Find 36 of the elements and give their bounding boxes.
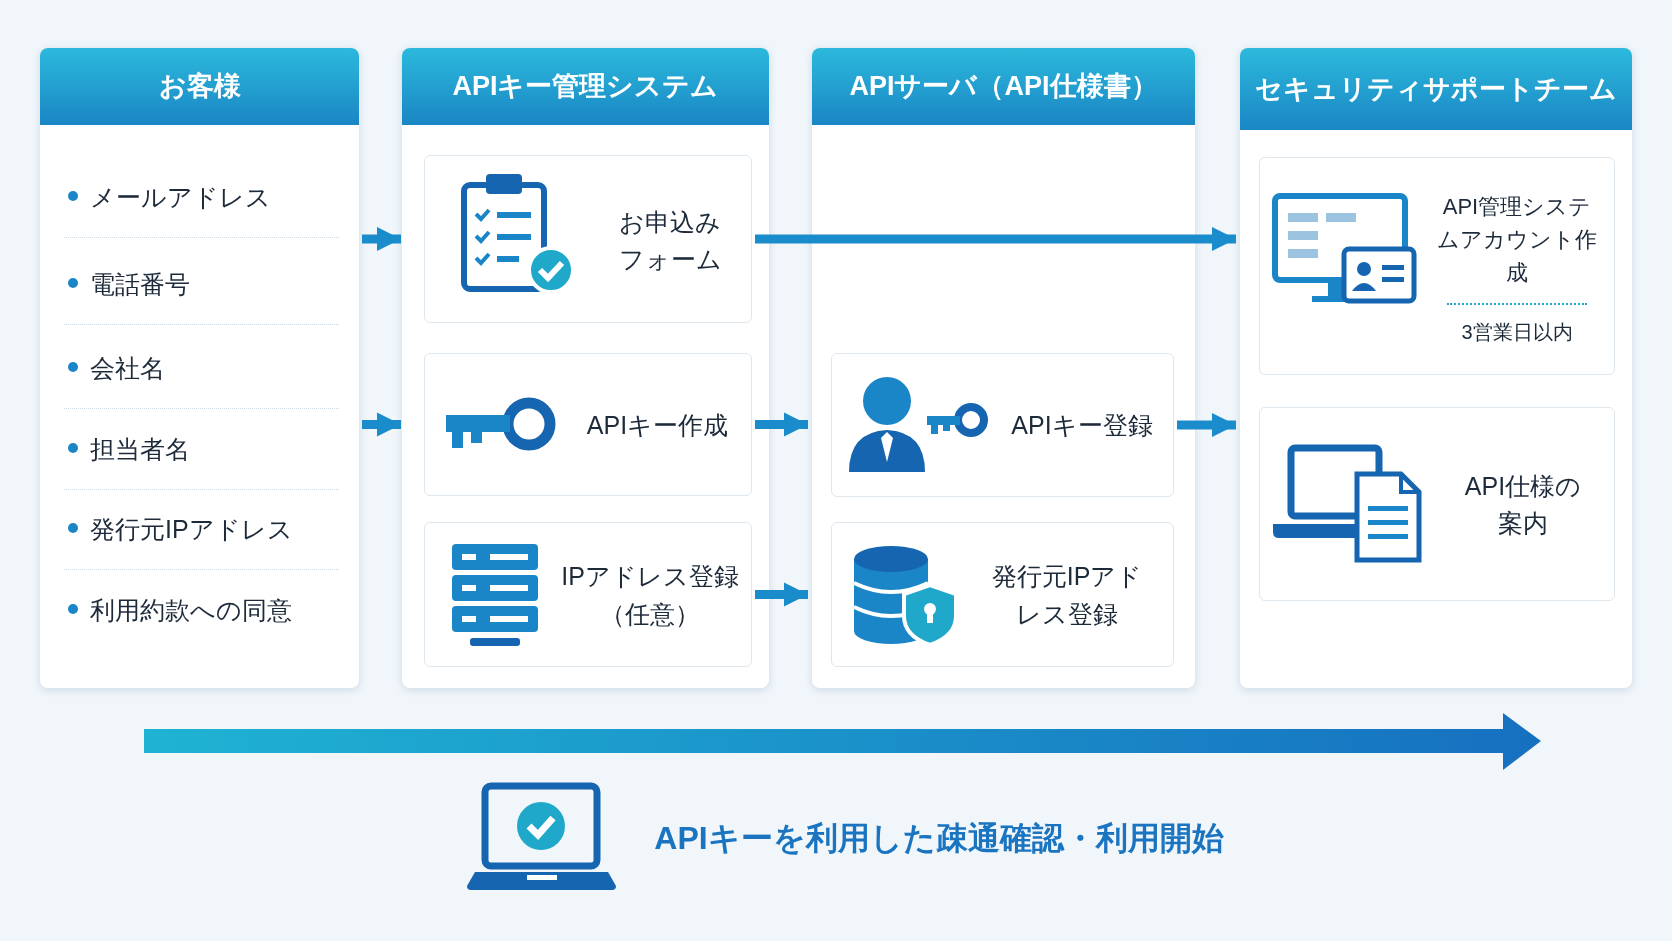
- arrow: [1177, 413, 1236, 437]
- column-header: お客様: [40, 48, 359, 125]
- note-text: 3営業日以内: [1461, 319, 1573, 345]
- step-label: APIキーを利用した疎通確認・利用開始: [654, 818, 1224, 858]
- step-card: [424, 522, 752, 667]
- arrow: [362, 227, 401, 251]
- column-header: セキュリティサポートチーム: [1240, 48, 1632, 130]
- step-card: [424, 353, 752, 496]
- arrow: [755, 227, 1236, 251]
- column-header: APIキー管理システム: [402, 48, 769, 125]
- column-panel: [40, 48, 359, 688]
- column-panel: [402, 48, 769, 688]
- arrow: [755, 412, 808, 437]
- list-item: 会社名: [68, 356, 165, 381]
- step-card: [424, 155, 752, 323]
- step-card: [1259, 407, 1615, 601]
- step-label: APIキー登録: [1011, 410, 1153, 442]
- step-label: API仕様の案内: [1463, 470, 1583, 539]
- step-card: [1259, 157, 1615, 375]
- list-item: 発行元IPアドレス: [68, 517, 293, 542]
- arrow: [755, 582, 808, 607]
- column-header: APIサーバ（API仕様書）: [812, 48, 1195, 125]
- column-panel: [812, 48, 1195, 688]
- list-item: 担当者名: [68, 437, 190, 462]
- step-label: APIキー作成: [586, 409, 729, 441]
- step-label: 発行元IPアドレス登録: [990, 561, 1144, 630]
- list-item: 利用約款への同意: [68, 598, 292, 623]
- list-item: 電話番号: [68, 272, 190, 297]
- step-label: IPアドレス登録（任意）: [560, 561, 740, 630]
- step-label: API管理システムアカウント作成: [1436, 192, 1598, 287]
- column-panel: [1240, 48, 1632, 688]
- step-card: [831, 353, 1174, 497]
- step-card: [831, 522, 1174, 667]
- step-label: お申込みフォーム: [617, 206, 723, 275]
- list-item: メールアドレス: [68, 185, 271, 210]
- arrow: [362, 412, 401, 437]
